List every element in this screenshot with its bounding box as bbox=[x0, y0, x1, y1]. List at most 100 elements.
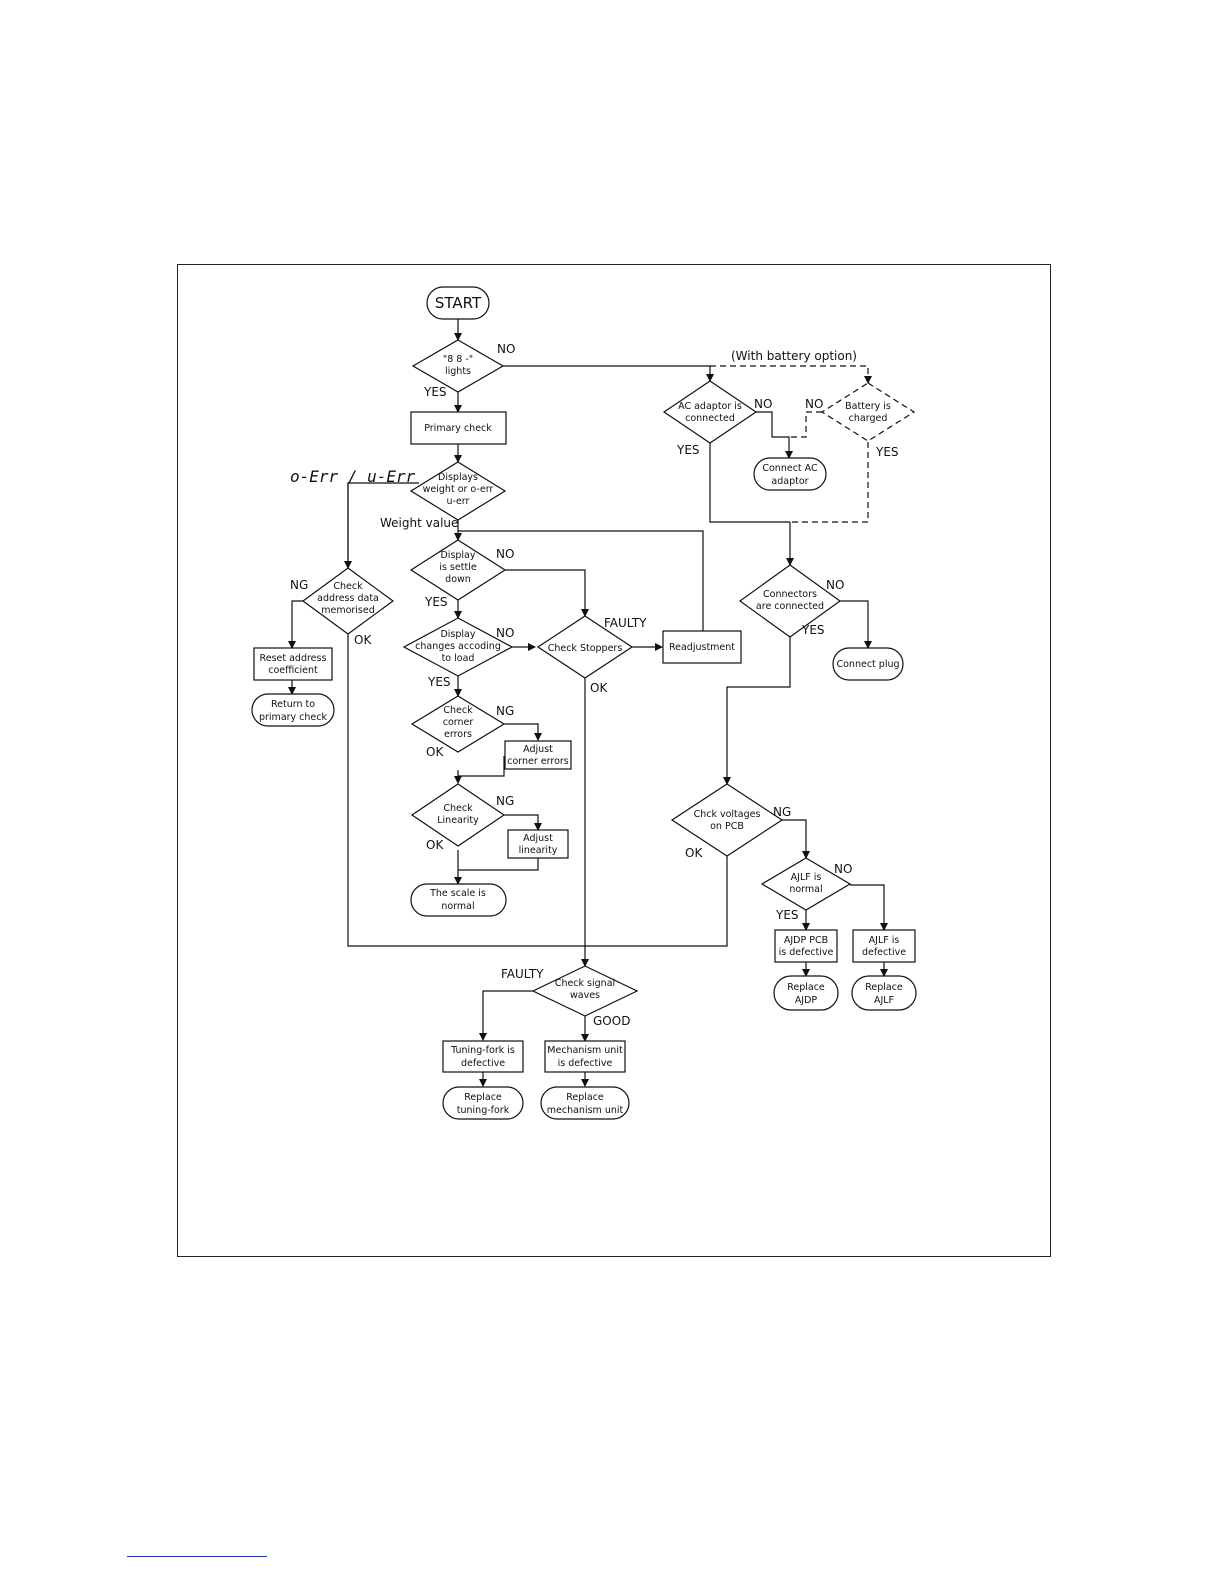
decision-ac-connected: AC adaptor is connected bbox=[662, 380, 758, 444]
linearity-ng-label: NG bbox=[496, 794, 514, 808]
check-linearity-line-1: Check bbox=[443, 803, 473, 814]
check-voltages-line-1: Chck voltages bbox=[694, 809, 761, 820]
decision-check-voltages: Chck voltages on PCB bbox=[670, 783, 784, 857]
process-readjustment: Readjustment bbox=[662, 630, 742, 664]
replace-ajlf-line-2: AJLF bbox=[874, 995, 894, 1006]
replace-tuning-fork-line-1: Replace bbox=[464, 1092, 502, 1103]
corner-ng-label: NG bbox=[496, 704, 514, 718]
ac-no-label: NO bbox=[754, 397, 772, 411]
connect-ac-line-1: Connect AC bbox=[762, 463, 818, 474]
primary-check-label: Primary check bbox=[424, 423, 492, 434]
adjust-linearity-line-2: linearity bbox=[519, 845, 558, 856]
check-corner-line-3: errors bbox=[444, 729, 472, 740]
lights-no-label: NO bbox=[497, 342, 515, 356]
decision-check-stoppers: Check Stoppers bbox=[536, 615, 634, 679]
check-linearity-line-2: Linearity bbox=[437, 815, 479, 826]
terminal-replace-tuning-fork: Replace tuning-fork bbox=[442, 1086, 524, 1120]
replace-mechanism-line-2: mechanism unit bbox=[547, 1105, 624, 1116]
scale-normal-line-1: The scale is bbox=[429, 888, 486, 899]
check-corner-line-1: Check bbox=[443, 705, 473, 716]
changes-no-label: NO bbox=[496, 626, 514, 640]
tuning-fork-defective-line-1: Tuning-fork is bbox=[450, 1045, 515, 1056]
voltages-ng-label: NG bbox=[773, 805, 791, 819]
terminal-connect-plug: Connect plug bbox=[832, 647, 904, 681]
connectors-line-2: are connected bbox=[756, 601, 824, 612]
stoppers-faulty-label: FAULTY bbox=[604, 616, 647, 630]
process-mechanism-defective: Mechanism unit is defective bbox=[544, 1040, 626, 1073]
ac-connected-line-1: AC adaptor is bbox=[678, 401, 742, 412]
connectors-no-label: NO bbox=[826, 578, 844, 592]
decision-display-changes: Display changes accoding to load bbox=[402, 617, 514, 677]
battery-charged-line-1: Battery is bbox=[845, 401, 891, 412]
lights-line-1: "8 8 -" bbox=[443, 354, 473, 365]
process-reset-address: Reset address coefficient bbox=[253, 647, 333, 681]
ajlf-no-label: NO bbox=[834, 862, 852, 876]
decision-battery-charged: Battery is charged bbox=[820, 382, 916, 442]
mechanism-defective-line-1: Mechanism unit bbox=[547, 1045, 623, 1056]
tuning-fork-defective-line-2: defective bbox=[461, 1058, 505, 1069]
decision-connectors-connected: Connectors are connected bbox=[738, 564, 842, 638]
display-settle-line-2: is settle bbox=[439, 562, 476, 573]
check-address-line-3: memorised bbox=[321, 605, 375, 616]
check-signal-line-1: Check signal bbox=[555, 978, 615, 989]
displays-weight-line-1: Displays bbox=[438, 472, 478, 483]
decision-ajlf-normal: AJLF is normal bbox=[760, 857, 852, 911]
decision-check-address: Check address data memorised bbox=[301, 567, 395, 635]
return-primary-line-2: primary check bbox=[259, 712, 328, 723]
battery-no-label: NO bbox=[805, 397, 823, 411]
signal-faulty-label: FAULTY bbox=[501, 967, 544, 981]
changes-yes-label: YES bbox=[427, 675, 451, 689]
decision-display-settle: Display is settle down bbox=[409, 539, 507, 601]
ac-connected-line-2: connected bbox=[685, 413, 735, 424]
lights-line-2: lights bbox=[445, 366, 471, 377]
replace-tuning-fork-line-2: tuning-fork bbox=[457, 1105, 510, 1116]
connectors-line-1: Connectors bbox=[763, 589, 817, 600]
decision-check-signal: Check signal waves bbox=[531, 965, 639, 1017]
terminal-replace-mechanism: Replace mechanism unit bbox=[540, 1086, 630, 1120]
ajlf-defective-line-1: AJLF is bbox=[869, 935, 900, 946]
ajlf-normal-line-2: normal bbox=[789, 884, 822, 895]
start-label: START bbox=[435, 294, 482, 312]
battery-charged-line-2: charged bbox=[849, 413, 888, 424]
footnote-rule bbox=[127, 1556, 267, 1557]
lights-yes-label: YES bbox=[423, 385, 447, 399]
err-display-label: o-Err / u-Err bbox=[290, 467, 416, 486]
linearity-ok-label: OK bbox=[426, 838, 444, 852]
address-ok-label: OK bbox=[354, 633, 372, 647]
return-primary-line-1: Return to bbox=[271, 699, 315, 710]
process-tuning-fork-defective: Tuning-fork is defective bbox=[442, 1040, 524, 1073]
decision-lights: "8 8 -" lights bbox=[411, 339, 505, 393]
process-ajdp-defective: AJDP PCB is defective bbox=[774, 929, 838, 963]
terminal-replace-ajlf: Replace AJLF bbox=[851, 975, 917, 1011]
replace-mechanism-line-1: Replace bbox=[566, 1092, 604, 1103]
display-changes-line-3: to load bbox=[442, 653, 475, 664]
process-adjust-linearity: Adjust linearity bbox=[507, 829, 569, 859]
battery-yes-label: YES bbox=[875, 445, 899, 459]
check-stoppers-label: Check Stoppers bbox=[548, 643, 623, 654]
decision-check-linearity: Check Linearity bbox=[410, 783, 506, 847]
ajlf-yes-label: YES bbox=[775, 908, 799, 922]
terminal-scale-normal: The scale is normal bbox=[410, 883, 507, 917]
corner-ok-label: OK bbox=[426, 745, 444, 759]
ajdp-defective-line-1: AJDP PCB bbox=[784, 935, 828, 946]
connectors-yes-label: YES bbox=[801, 623, 825, 637]
check-address-line-1: Check bbox=[333, 581, 363, 592]
connectors bbox=[288, 319, 888, 1087]
address-ng-label: NG bbox=[290, 578, 308, 592]
check-signal-line-2: waves bbox=[570, 990, 600, 1001]
ajlf-defective-line-2: defective bbox=[862, 947, 906, 958]
ajlf-normal-line-1: AJLF is bbox=[791, 872, 822, 883]
check-corner-line-2: corner bbox=[443, 717, 474, 728]
edge-labels: NO YES (With battery option) NO NO YES Y… bbox=[290, 342, 899, 1028]
decision-displays-weight: Displays weight or o-err u-err bbox=[409, 461, 507, 521]
adjust-corner-line-2: corner errors bbox=[507, 756, 569, 767]
adjust-corner-line-1: Adjust bbox=[523, 744, 553, 755]
reset-address-line-1: Reset address bbox=[260, 653, 327, 664]
process-ajlf-defective: AJLF is defective bbox=[852, 929, 916, 963]
ac-yes-label: YES bbox=[676, 443, 700, 457]
terminal-connect-ac: Connect AC adaptor bbox=[753, 457, 827, 491]
decision-check-corner: Check corner errors bbox=[410, 695, 506, 753]
replace-ajdp-line-2: AJDP bbox=[795, 995, 818, 1006]
displays-weight-line-2: weight or o-err bbox=[423, 484, 494, 495]
